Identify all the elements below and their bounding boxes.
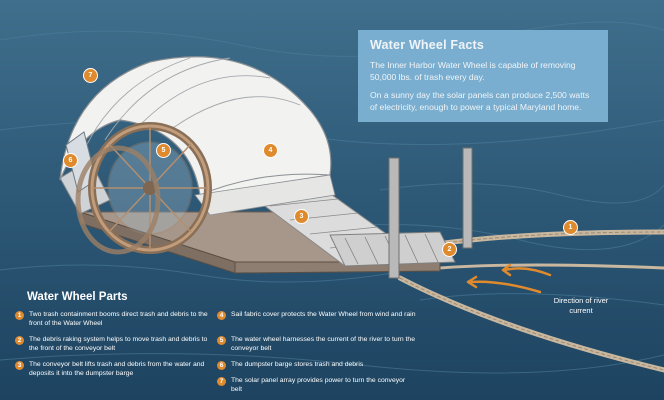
marker-5: 5	[156, 143, 171, 158]
marker-2: 2	[442, 242, 457, 257]
water-wheel-facts-panel: Water Wheel Facts The Inner Harbor Water…	[358, 30, 608, 122]
current-arrows	[466, 263, 552, 294]
part-number: 3	[15, 361, 24, 370]
part-text: The conveyor belt lifts trash and debris…	[29, 361, 205, 377]
part-number: 4	[217, 311, 226, 320]
part-text: The debris raking system helps to move t…	[29, 336, 208, 352]
part-number: 6	[217, 361, 226, 370]
marker-6: 6	[63, 153, 78, 168]
part-item-5: 5 The water wheel harnesses the current …	[217, 336, 417, 353]
part-text: The dumpster barge stores trash and debr…	[231, 361, 364, 368]
marker-3: 3	[294, 209, 309, 224]
water-wheel	[75, 122, 212, 255]
facts-title: Water Wheel Facts	[370, 38, 485, 52]
part-item-4: 4 Sail fabric cover protects the Water W…	[217, 311, 417, 320]
part-text: The solar panel array provides power to …	[231, 377, 406, 393]
part-text: Two trash containment booms direct trash…	[29, 311, 208, 327]
marker-7: 7	[83, 68, 98, 83]
part-item-3: 3 The conveyor belt lifts trash and debr…	[15, 361, 215, 378]
fact-solar: On a sunny day the solar panels can prod…	[370, 90, 590, 112]
part-text: The water wheel harnesses the current of…	[231, 336, 415, 352]
part-text: Sail fabric cover protects the Water Whe…	[231, 311, 416, 318]
part-item-6: 6 The dumpster barge stores trash and de…	[217, 361, 417, 370]
direction-label: Direction of river current	[553, 296, 609, 315]
parts-title: Water Wheel Parts	[27, 291, 128, 303]
sail-fabric-cover	[59, 56, 336, 216]
part-number: 1	[15, 311, 24, 320]
part-item-2: 2 The debris raking system helps to move…	[15, 336, 215, 353]
part-number: 5	[217, 336, 226, 345]
part-number: 7	[217, 377, 226, 386]
fact-capacity: The Inner Harbor Water Wheel is capable …	[370, 60, 576, 82]
part-item-7: 7 The solar panel array provides power t…	[217, 377, 417, 394]
containment-booms	[397, 229, 664, 373]
marker-4: 4	[263, 143, 278, 158]
part-item-1: 1 Two trash containment booms direct tra…	[15, 311, 215, 328]
mooring-posts	[388, 147, 473, 279]
part-number: 2	[15, 336, 24, 345]
marker-1: 1	[563, 220, 578, 235]
